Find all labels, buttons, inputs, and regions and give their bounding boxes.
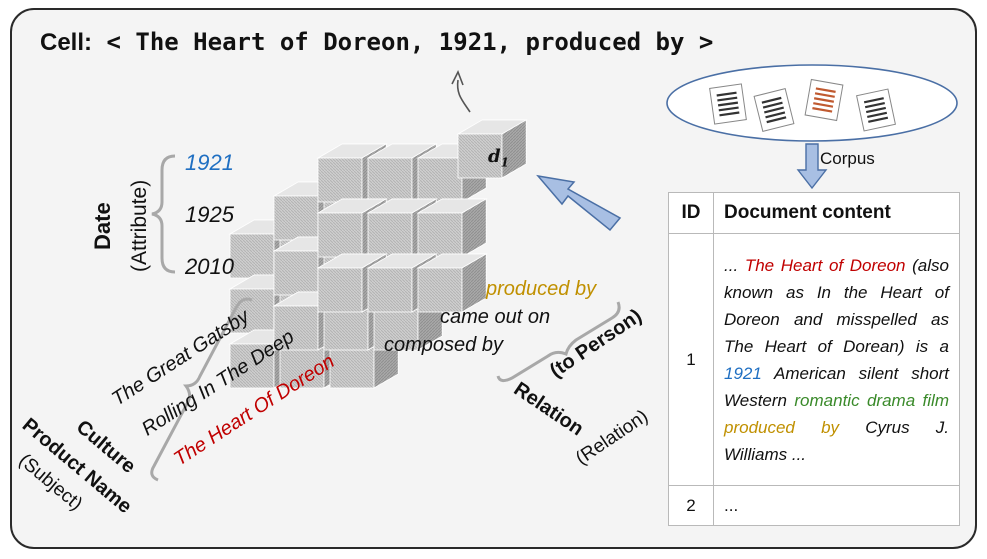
document-line	[815, 87, 836, 93]
document-icon	[709, 83, 747, 125]
content-segment: 1921	[724, 363, 762, 383]
grid-cube	[417, 157, 463, 203]
cell-cube	[457, 133, 503, 179]
column-header-content: Document content	[713, 192, 960, 234]
grid-cube	[317, 157, 363, 203]
grid-cube	[417, 267, 463, 313]
document-line	[762, 101, 783, 109]
grid-cube	[273, 195, 319, 241]
grid-cube	[229, 343, 275, 389]
grid-cube	[317, 267, 363, 313]
document-line	[863, 97, 884, 104]
document-icon	[856, 88, 896, 132]
content-segment: Cyrus J. Williams ...	[724, 417, 949, 464]
relation-value-composed-by: composed by	[384, 334, 503, 356]
document-line	[812, 107, 833, 113]
document-line	[864, 101, 885, 109]
grid-cube	[373, 305, 419, 351]
cell-header: Cell: < The Heart of Doreon, 1921, produ…	[40, 28, 713, 57]
relation-value-came-out-on: came out on	[440, 306, 551, 328]
document-line	[717, 96, 738, 102]
cell-prefix: Cell:	[40, 29, 93, 56]
date-value-1925: 1925	[185, 202, 234, 227]
grid-cube	[323, 305, 369, 351]
grid-cube	[367, 267, 413, 313]
content-segment: ...	[724, 255, 745, 275]
product-brace	[150, 297, 253, 482]
content-segment: ...	[724, 496, 739, 515]
document-line	[716, 91, 737, 97]
grid-cube	[229, 233, 275, 279]
table-row: 2 ...	[668, 485, 960, 526]
date-axis-title: Date	[90, 202, 115, 250]
row-content: ... The Heart of Doreon (also known as I…	[713, 233, 960, 486]
corpus-documents	[709, 78, 896, 132]
grid-cube	[461, 198, 487, 258]
content-segment: American silent short Western	[724, 363, 949, 410]
retrieval-arrow	[536, 174, 622, 232]
table-header-row: ID Document content	[668, 192, 960, 234]
document-line	[719, 111, 740, 117]
document-line	[717, 101, 739, 107]
curved-arrow-head	[451, 70, 464, 86]
cell-tuple: < The Heart of Doreon, 1921, produced by…	[106, 28, 714, 56]
document-line	[865, 106, 887, 114]
date-value-1921: 1921	[185, 150, 234, 175]
document-line	[813, 102, 834, 108]
cell-cube	[501, 119, 527, 179]
cell-cube-d1	[456, 119, 528, 179]
cell-label-d1: d1	[488, 146, 509, 170]
grid-cube	[367, 212, 413, 258]
document-line	[814, 92, 835, 98]
document-table: ID Document content 1 ... The Heart of D…	[668, 192, 960, 526]
content-segment: romantic drama film	[794, 390, 949, 410]
row-content: ...	[713, 485, 960, 526]
document-line	[764, 106, 784, 114]
grid-cube	[417, 212, 463, 258]
document-line	[766, 116, 787, 124]
relation-brace	[496, 301, 621, 383]
column-header-id: ID	[668, 192, 714, 234]
content-segment: produced by	[724, 417, 840, 437]
relation-value-produced-by: produced by	[486, 278, 597, 300]
document-icon	[753, 88, 795, 132]
document-line	[813, 97, 835, 103]
date-brace	[151, 154, 176, 274]
content-segment: (also known as In the Heart of Doreon an…	[724, 255, 949, 356]
grid-cube	[367, 157, 413, 203]
grid-cube	[317, 212, 363, 258]
row-id: 1	[668, 233, 714, 486]
grid-cube	[273, 305, 319, 351]
cube-grid	[228, 143, 488, 389]
document-line	[868, 116, 889, 123]
grid-cube	[273, 250, 319, 296]
date-value-2010: 2010	[185, 254, 234, 279]
date-axis-subtitle: (Attribute)	[128, 179, 151, 272]
content-segment: The Heart of Doreon	[744, 255, 906, 275]
table-row: 1 ... The Heart of Doreon (also known as…	[668, 233, 960, 486]
corpus-label: Corpus	[820, 149, 875, 168]
corpus-down-arrow	[796, 143, 828, 190]
curved-arrow	[456, 79, 471, 113]
document-line	[765, 111, 786, 119]
row-id: 2	[668, 485, 714, 526]
grid-cube	[461, 253, 487, 313]
document-line	[867, 111, 888, 119]
document-line	[761, 96, 782, 104]
document-line	[718, 106, 739, 112]
document-icon	[804, 78, 844, 122]
